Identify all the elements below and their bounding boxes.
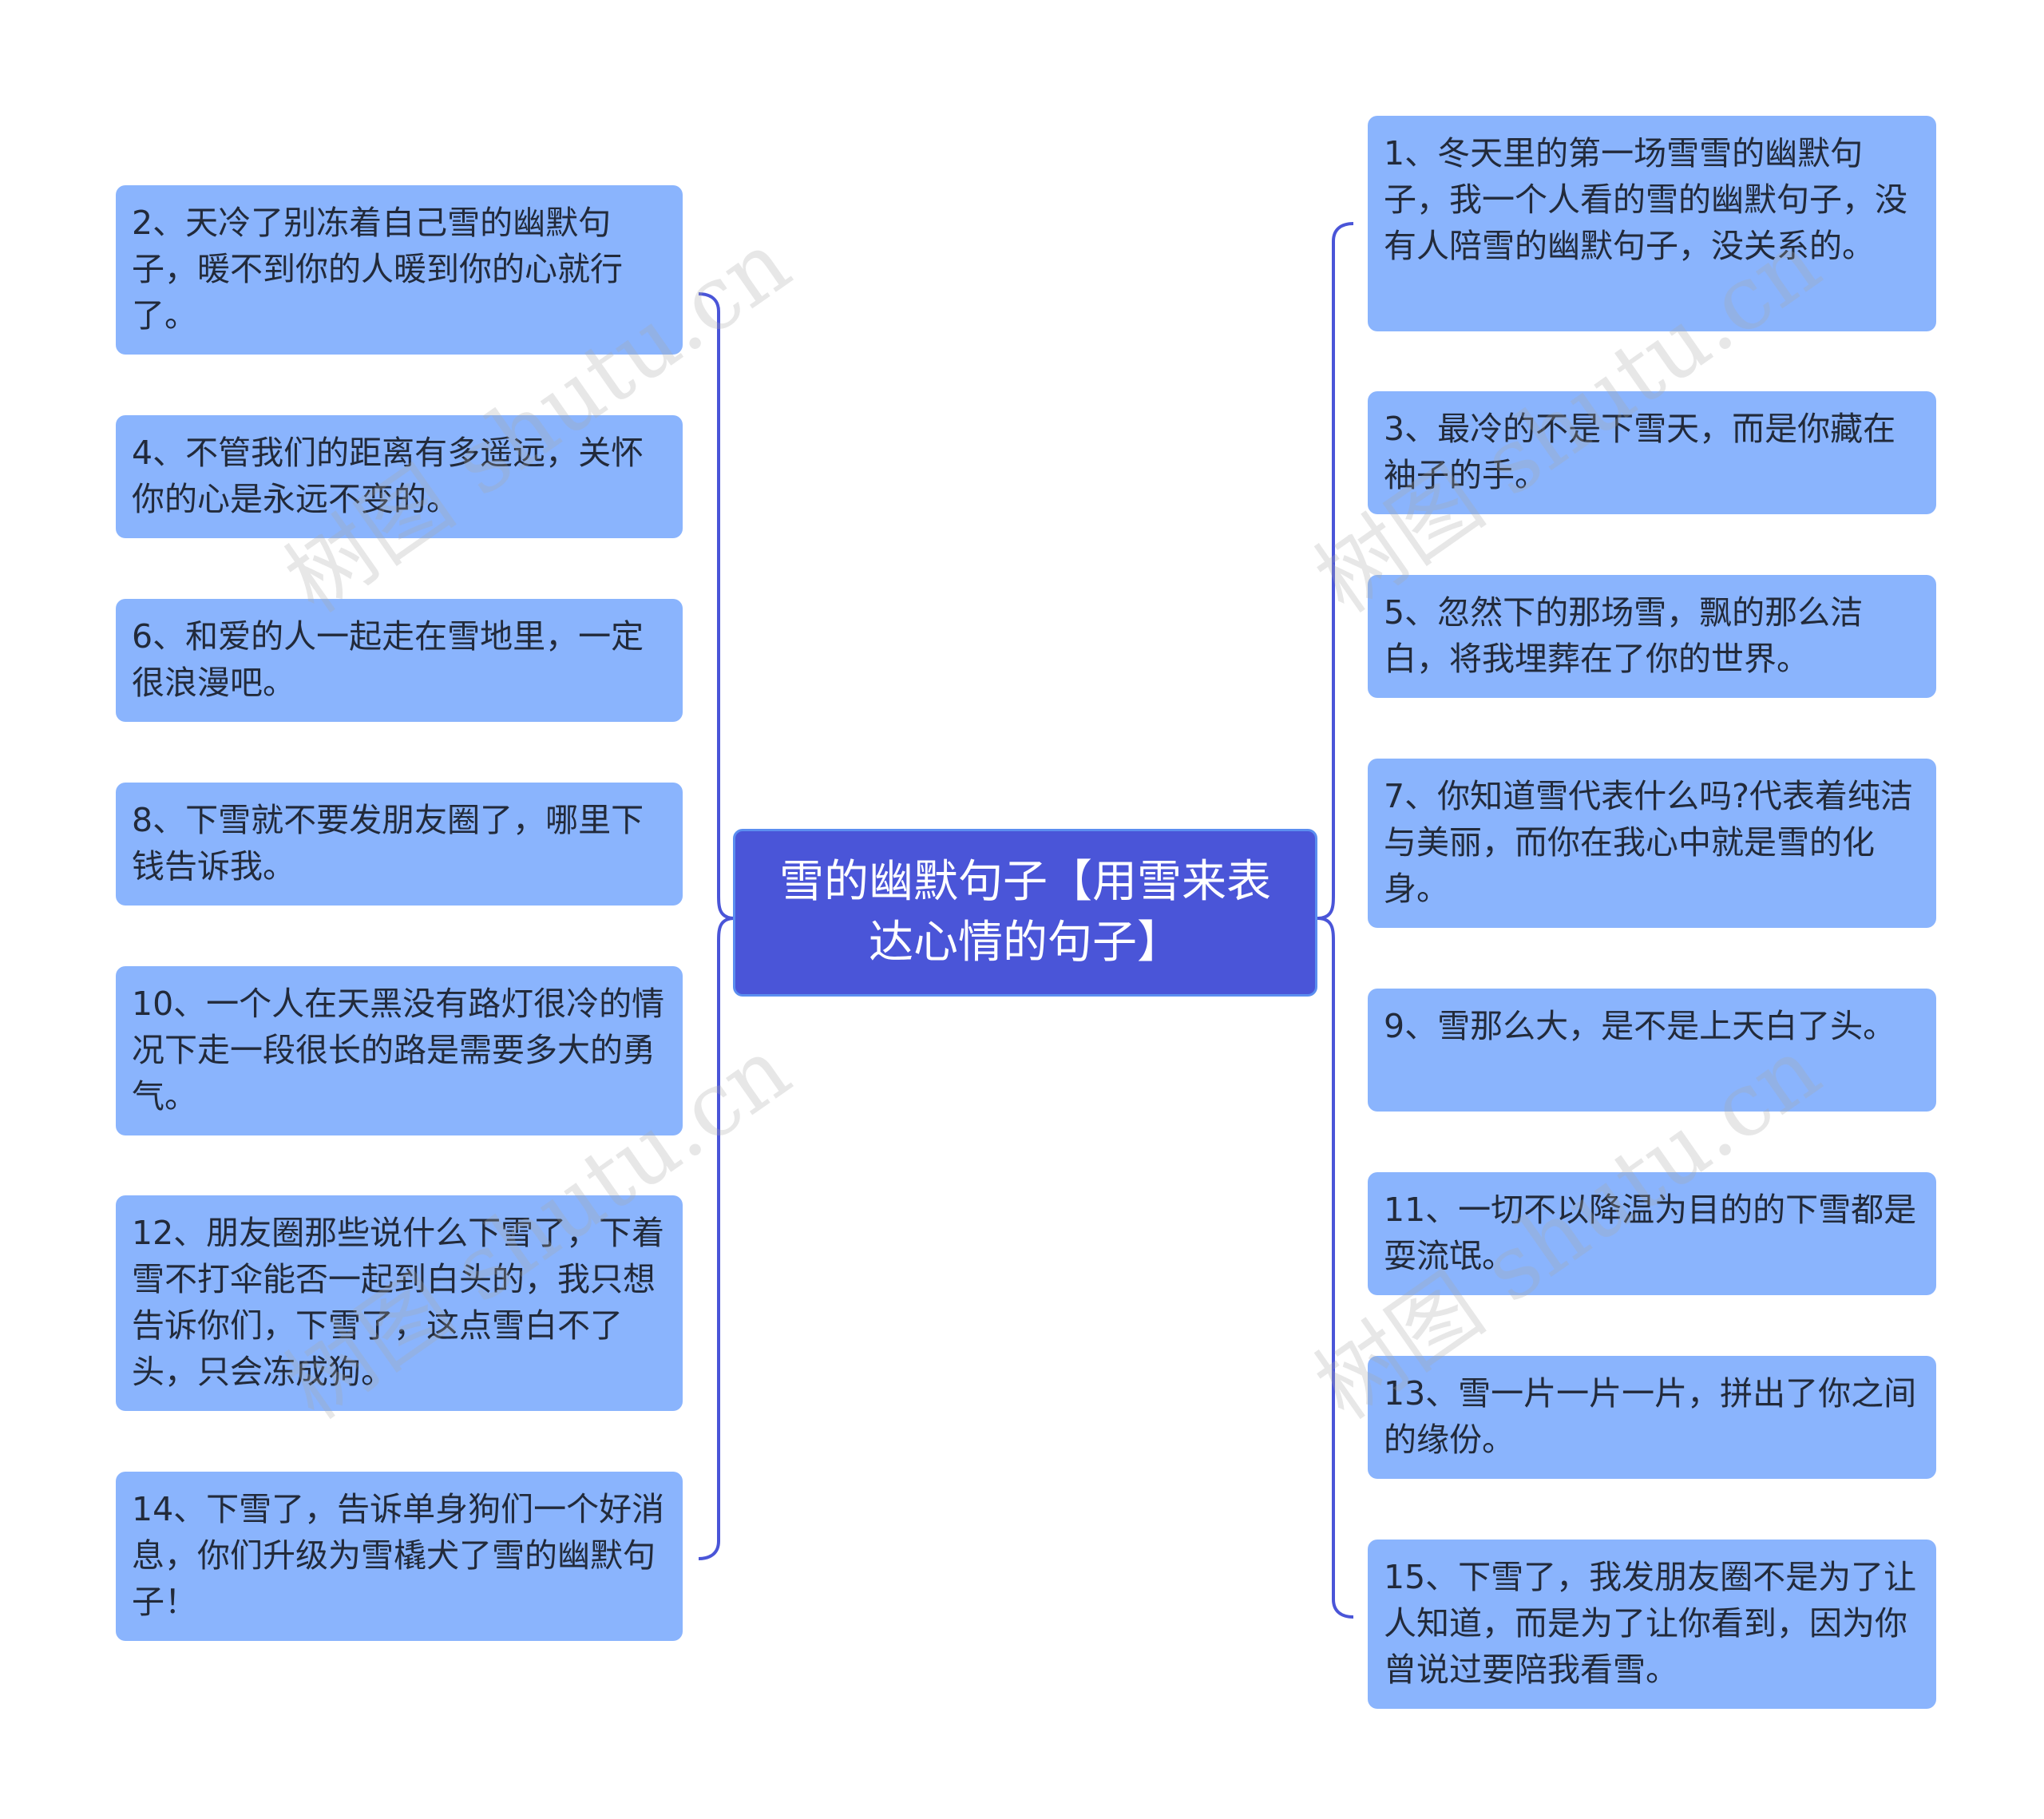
left-node-8[interactable]: 8、下雪就不要发朋友圈了，哪里下钱告诉我。 xyxy=(116,783,683,906)
left-node-2[interactable]: 2、天冷了别冻着自己雪的幽默句子，暖不到你的人暖到你的心就行了。 xyxy=(116,185,683,355)
node-text: 6、和爱的人一起走在雪地里，一定很浪漫吧。 xyxy=(132,617,644,702)
right-node-13[interactable]: 13、雪一片一片一片，拼出了你之间的缘份。 xyxy=(1368,1356,1936,1479)
node-text: 9、雪那么大，是不是上天白了头。 xyxy=(1384,1007,1896,1045)
node-text: 1、冬天里的第一场雪雪的幽默句子，我一个人看的雪的幽默句子，没有人陪雪的幽默句子… xyxy=(1384,134,1907,265)
node-text: 5、忽然下的那场雪，飘的那么洁白，将我埋葬在了你的世界。 xyxy=(1384,593,1864,678)
node-text: 2、天冷了别冻着自己雪的幽默句子，暖不到你的人暖到你的心就行了。 xyxy=(132,204,623,335)
right-node-3[interactable]: 3、最冷的不是下雪天，而是你藏在袖子的手。 xyxy=(1368,391,1936,514)
node-text: 13、雪一片一片一片，拼出了你之间的缘份。 xyxy=(1384,1374,1917,1459)
node-text: 14、下雪了，告诉单身狗们一个好消息，你们升级为雪橇犬了雪的幽默句子！ xyxy=(132,1490,665,1621)
node-text: 15、下雪了，我发朋友圈不是为了让人知道，而是为了让你看到，因为你曾说过要陪我看… xyxy=(1384,1558,1917,1689)
right-node-1[interactable]: 1、冬天里的第一场雪雪的幽默句子，我一个人看的雪的幽默句子，没有人陪雪的幽默句子… xyxy=(1368,116,1936,331)
node-text: 8、下雪就不要发朋友圈了，哪里下钱告诉我。 xyxy=(132,801,644,886)
left-bracket xyxy=(698,292,735,1560)
left-node-10[interactable]: 10、一个人在天黑没有路灯很冷的情况下走一段很长的路是需要多大的勇气。 xyxy=(116,966,683,1135)
right-node-7[interactable]: 7、你知道雪代表什么吗?代表着纯洁与美丽，而你在我心中就是雪的化身。 xyxy=(1368,759,1936,928)
node-text: 10、一个人在天黑没有路灯很冷的情况下走一段很长的路是需要多大的勇气。 xyxy=(132,985,665,1116)
left-node-14[interactable]: 14、下雪了，告诉单身狗们一个好消息，你们升级为雪橇犬了雪的幽默句子！ xyxy=(116,1472,683,1641)
left-node-6[interactable]: 6、和爱的人一起走在雪地里，一定很浪漫吧。 xyxy=(116,599,683,722)
right-bracket xyxy=(1317,222,1354,1619)
left-node-4[interactable]: 4、不管我们的距离有多遥远，关怀你的心是永远不变的。 xyxy=(116,415,683,538)
node-text: 3、最冷的不是下雪天，而是你藏在袖子的手。 xyxy=(1384,410,1896,494)
root-topic-text: 雪的幽默句子【用雪来表达心情的句子】 xyxy=(779,856,1271,969)
right-node-5[interactable]: 5、忽然下的那场雪，飘的那么洁白，将我埋葬在了你的世界。 xyxy=(1368,575,1936,698)
node-text: 4、不管我们的距离有多遥远，关怀你的心是永远不变的。 xyxy=(132,434,644,518)
node-text: 12、朋友圈那些说什么下雪了，下着雪不打伞能否一起到白头的，我只想告诉你们，下雪… xyxy=(132,1214,665,1391)
node-text: 11、一切不以降温为目的的下雪都是耍流氓。 xyxy=(1384,1191,1917,1275)
left-node-12[interactable]: 12、朋友圈那些说什么下雪了，下着雪不打伞能否一起到白头的，我只想告诉你们，下雪… xyxy=(116,1195,683,1411)
root-topic[interactable]: 雪的幽默句子【用雪来表达心情的句子】 xyxy=(733,829,1317,997)
right-node-9[interactable]: 9、雪那么大，是不是上天白了头。 xyxy=(1368,989,1936,1112)
node-text: 7、你知道雪代表什么吗?代表着纯洁与美丽，而你在我心中就是雪的化身。 xyxy=(1384,777,1913,908)
right-node-11[interactable]: 11、一切不以降温为目的的下雪都是耍流氓。 xyxy=(1368,1172,1936,1295)
right-node-15[interactable]: 15、下雪了，我发朋友圈不是为了让人知道，而是为了让你看到，因为你曾说过要陪我看… xyxy=(1368,1540,1936,1709)
